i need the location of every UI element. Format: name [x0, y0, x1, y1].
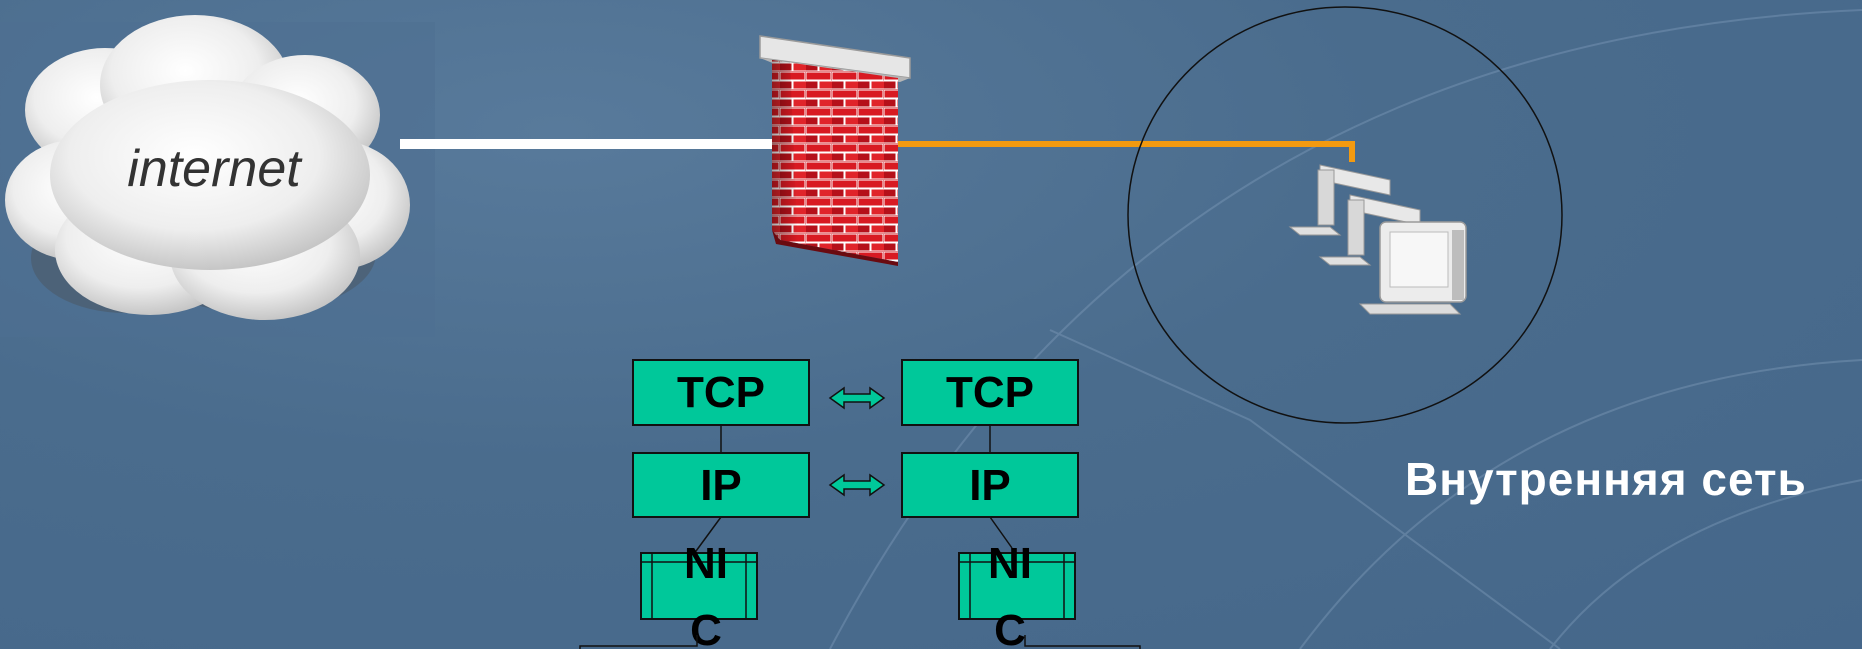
right-nic-box — [958, 552, 1076, 620]
right-protocol-stack: TCP IP NI C — [901, 359, 1141, 649]
left-protocol-stack: TCP IP NI C — [579, 359, 810, 649]
left-tcp-box — [632, 359, 810, 426]
internet-label: internet — [127, 140, 303, 198]
left-nic-label-line2: C — [690, 606, 722, 649]
left-ip-box — [632, 452, 810, 518]
right-nic-label-line2: C — [994, 606, 1026, 649]
left-nic-box — [640, 552, 758, 620]
firewall-icon — [759, 35, 911, 266]
peer-arrow-ip-icon — [828, 473, 886, 497]
internet-cloud-icon — [0, 15, 435, 337]
internal-network-boundary — [1127, 6, 1563, 424]
right-nic-label-line1: NI — [988, 539, 1032, 588]
peer-arrow-tcp-icon — [828, 386, 886, 410]
internal-link-line — [895, 141, 1355, 162]
workstations-icon — [1288, 164, 1467, 315]
internal-network-label: Внутренняя сеть — [1405, 453, 1807, 505]
left-ip-label: IP — [700, 461, 742, 510]
left-tcp-label: TCP — [677, 368, 765, 417]
right-tcp-label: TCP — [946, 368, 1034, 417]
right-ip-label: IP — [969, 461, 1011, 510]
right-ip-box — [901, 452, 1079, 518]
left-nic-label-line1: NI — [684, 539, 728, 588]
right-tcp-box — [901, 359, 1079, 426]
